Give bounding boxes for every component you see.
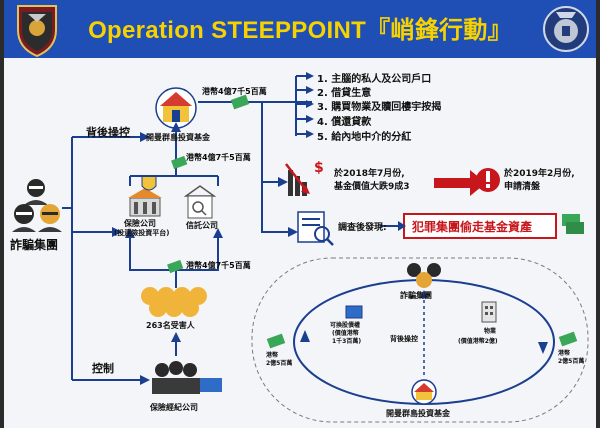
liquidation-text: 於2019年2月份, 申請清盤 [504,169,575,192]
document-search-icon [297,211,334,246]
hk-police-badge-icon [543,6,589,52]
cycle-frame [251,257,589,423]
property-label: 物業 [484,328,497,335]
bonds-value: (價值港幣 1千3百萬) [332,330,362,345]
money-icon [230,94,250,110]
bonds-label: 可換股債權 [330,322,361,329]
investigation-label: 調查後發現: [338,223,387,233]
fraud-group-label: 詐騙集團 [10,238,59,252]
people-icon [12,179,62,232]
computer-icon [345,305,363,319]
brokerage-label: 保險經紀公司 [150,403,198,412]
svg-text:$: $ [314,160,324,176]
control-label: 控制 [92,362,114,375]
cycle-left-amount: 港幣 2億5百萬 [266,352,293,367]
amount-from-victims: 港幣4億7千5百萬 [186,261,251,270]
cycle-fraud-group-label: 詐騙集團 [400,291,432,300]
victims-icon [141,287,207,317]
amount-to-insurer: 港幣4億7千5百萬 [186,153,251,162]
building-icon [481,301,497,323]
brokerage-icon [152,361,222,394]
page-title: Operation STEEPPOINT『峭鋒行動』 [88,17,512,44]
police-crest-icon [17,5,57,58]
cycle-behind-control-label: 背後操控 [390,335,418,343]
fund-use-1: 1. 主腦的私人及公司戶口 [317,74,432,85]
house-icon [155,87,197,129]
investment-fund-label: 開曼群島投資基金 [146,133,210,142]
trust-company-icon [183,185,217,219]
title-banner: Operation STEEPPOINT『峭鋒行動』 [4,0,596,58]
fund-use-3: 3. 購買物業及贖回樓宇按揭 [317,102,442,113]
fund-use-5: 5. 給內地中介的分紅 [317,132,412,143]
chart-down-icon: $ [285,160,324,196]
trust-company-label: 信託公司 [186,221,218,230]
money-icon [562,214,584,234]
investigation-finding: 犯罪集團偷走基金資產 [412,220,533,234]
amount-to-fund: 港幣4億7千5百萬 [202,87,267,96]
alert-icon [476,168,500,192]
property-value: (價值港幣2億) [458,338,498,345]
victims-label: 263名受害人 [146,321,195,330]
fund-fall-text: 於2018年7月份, 基金價值大跌9成3 [334,169,410,192]
behind-control-label: 背後操控 [86,126,130,139]
insurance-company-label: 保險公司 [124,219,156,228]
cycle-right-amount: 港幣 2億5百萬 [558,350,585,365]
shield-icon [141,175,157,191]
people-icon [407,263,441,288]
fund-use-4: 4. 償還貸款 [317,117,372,128]
cycle-fund-label: 開曼群島投資基金 [386,409,450,418]
bank-icon [128,188,162,217]
fund-use-2: 2. 借貸生意 [317,88,372,99]
insurance-company-note: (投連險投資平台) [114,229,170,237]
money-icon [167,155,578,349]
house-icon [411,379,437,405]
